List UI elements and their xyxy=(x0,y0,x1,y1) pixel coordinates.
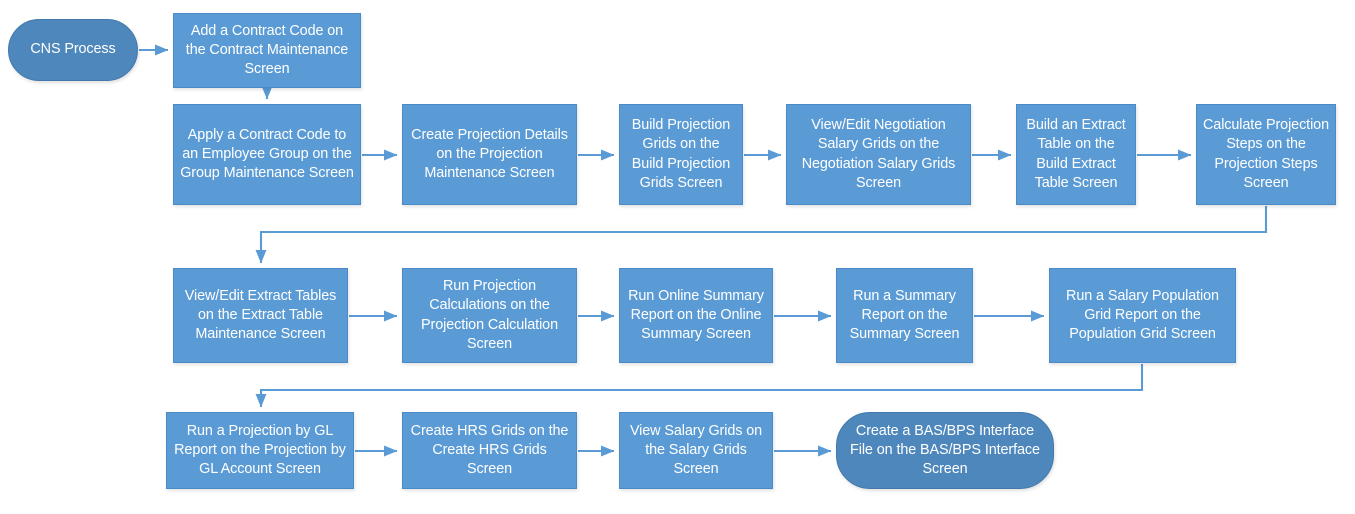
node-label: View Salary Grids on the Salary Grids Sc… xyxy=(629,422,763,478)
node-label: Calculate Projection Steps on the Projec… xyxy=(1203,116,1329,191)
node-label: Create Projection Details on the Project… xyxy=(411,126,568,182)
node-build-extract-table[interactable]: Build an Extract Table on the Build Extr… xyxy=(1016,104,1136,205)
node-label: Run a Summary Report on the Summary Scre… xyxy=(849,287,960,343)
node-create-bas-bps-interface-file[interactable]: Create a BAS/BPS Interface File on the B… xyxy=(836,412,1054,489)
node-label: View/Edit Extract Tables on the Extract … xyxy=(184,287,337,343)
node-label: View/Edit Negotiation Salary Grids on th… xyxy=(801,116,956,191)
node-label: Add a Contract Code on the Contract Main… xyxy=(185,22,349,78)
node-label: Run Online Summary Report on the Online … xyxy=(628,287,764,343)
node-label: Run a Salary Population Grid Report on t… xyxy=(1066,287,1219,343)
node-label: Create HRS Grids on the Create HRS Grids… xyxy=(410,422,569,478)
node-cns-process[interactable]: CNS Process xyxy=(8,19,138,81)
node-run-projection-calculations[interactable]: Run Projection Calculations on the Proje… xyxy=(402,268,577,363)
node-label: Run Projection Calculations on the Proje… xyxy=(421,277,558,352)
node-add-contract-code[interactable]: Add a Contract Code on the Contract Main… xyxy=(173,13,361,88)
node-label: Create a BAS/BPS Interface File on the B… xyxy=(850,422,1040,478)
node-view-salary-grids[interactable]: View Salary Grids on the Salary Grids Sc… xyxy=(619,412,773,489)
node-view-edit-extract-tables[interactable]: View/Edit Extract Tables on the Extract … xyxy=(173,268,348,363)
node-label: Run a Projection by GL Report on the Pro… xyxy=(174,422,346,478)
node-calculate-projection-steps[interactable]: Calculate Projection Steps on the Projec… xyxy=(1196,104,1336,205)
node-run-salary-population-grid-report[interactable]: Run a Salary Population Grid Report on t… xyxy=(1049,268,1236,363)
connector-n13-n14 xyxy=(255,364,1144,408)
node-view-edit-negotiation-salary-grids[interactable]: View/Edit Negotiation Salary Grids on th… xyxy=(786,104,971,205)
node-run-projection-by-gl-report[interactable]: Run a Projection by GL Report on the Pro… xyxy=(166,412,354,489)
node-label: Build an Extract Table on the Build Extr… xyxy=(1026,116,1126,191)
connector-n08-n09 xyxy=(255,206,1268,264)
node-create-projection-details[interactable]: Create Projection Details on the Project… xyxy=(402,104,577,205)
node-label: CNS Process xyxy=(30,41,116,58)
node-build-projection-grids[interactable]: Build Projection Grids on the Build Proj… xyxy=(619,104,743,205)
node-label: Build Projection Grids on the Build Proj… xyxy=(631,116,731,191)
node-label: Apply a Contract Code to an Employee Gro… xyxy=(180,126,354,182)
node-create-hrs-grids[interactable]: Create HRS Grids on the Create HRS Grids… xyxy=(402,412,577,489)
node-run-online-summary-report[interactable]: Run Online Summary Report on the Online … xyxy=(619,268,773,363)
node-run-summary-report[interactable]: Run a Summary Report on the Summary Scre… xyxy=(836,268,973,363)
node-apply-contract-code[interactable]: Apply a Contract Code to an Employee Gro… xyxy=(173,104,361,205)
